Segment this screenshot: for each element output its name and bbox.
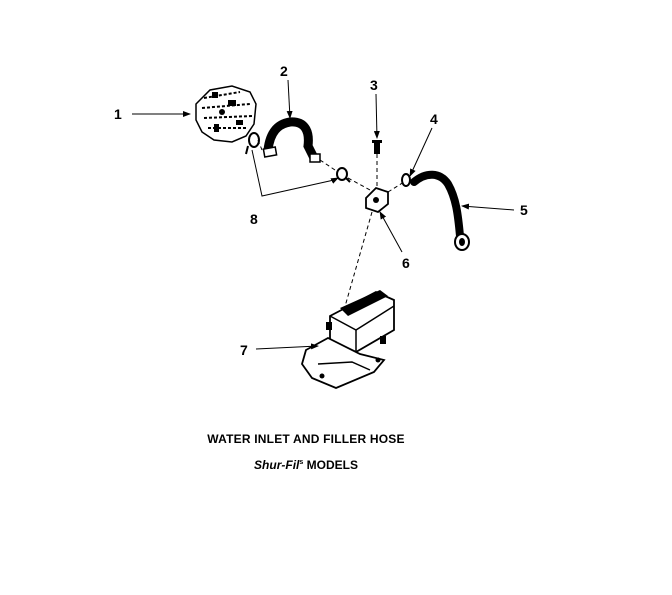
inlet-clamp bbox=[401, 173, 411, 187]
filler-housing bbox=[301, 290, 395, 389]
callout-8: 8 bbox=[250, 211, 258, 227]
callout-5: 5 bbox=[520, 202, 528, 218]
callout-1: 1 bbox=[114, 106, 122, 122]
inlet-hose bbox=[410, 170, 470, 251]
callout-4: 4 bbox=[430, 111, 438, 127]
hose-clamp-right bbox=[336, 167, 351, 183]
model-mark: s bbox=[299, 459, 304, 466]
callout-6: 6 bbox=[402, 255, 410, 271]
diagram-title: WATER INLET AND FILLER HOSE bbox=[207, 432, 405, 446]
model-suffix: MODELS bbox=[303, 458, 358, 472]
callout-7: 7 bbox=[240, 342, 248, 358]
assembly-lines bbox=[257, 139, 405, 311]
water-valve bbox=[195, 85, 257, 143]
callout-3: 3 bbox=[370, 77, 378, 93]
diagram-subtitle: Shur-Fils MODELS bbox=[0, 458, 612, 472]
hose-clamp-left bbox=[245, 132, 260, 155]
hose-fitting bbox=[365, 186, 389, 214]
filler-hose bbox=[262, 117, 321, 163]
callout-2: 2 bbox=[280, 63, 288, 79]
model-name: Shur-Fil bbox=[254, 458, 300, 472]
leader-lines bbox=[132, 79, 515, 350]
screw bbox=[372, 140, 382, 154]
